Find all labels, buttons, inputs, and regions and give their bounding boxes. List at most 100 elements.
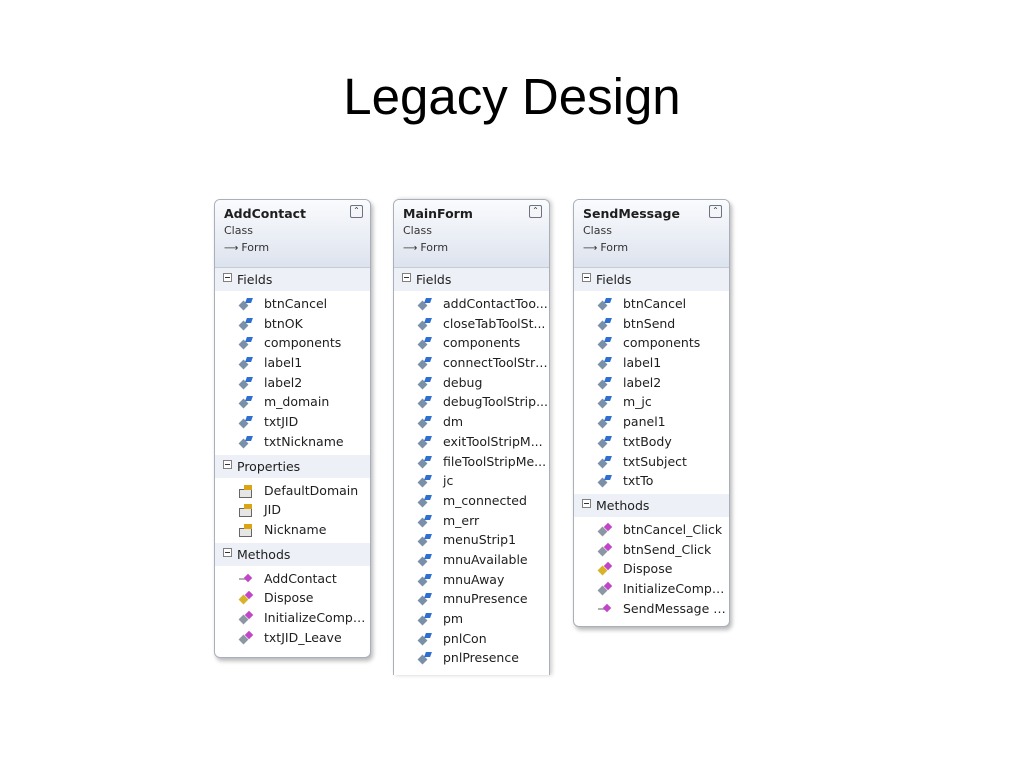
field-icon (418, 652, 431, 664)
field-icon (418, 534, 431, 546)
field-icon (418, 357, 431, 369)
protected-method-icon (598, 563, 611, 575)
member-field: debug (394, 373, 549, 393)
member-field: addContactToo... (394, 294, 549, 314)
class-name: AddContact (224, 206, 307, 221)
collapse-minus-icon[interactable] (223, 459, 232, 469)
field-icon (239, 337, 252, 349)
field-icon (239, 318, 252, 330)
member-field: pnlCon (394, 629, 549, 649)
member-field: btnOK (215, 314, 370, 334)
member-field: dm (394, 412, 549, 432)
member-method: btnSend_Click (574, 540, 729, 560)
class-base: Form (420, 241, 449, 254)
member-property: JID (215, 500, 370, 520)
section-fields[interactable]: Fields (215, 268, 370, 291)
member-method: SendMessage (... (574, 599, 729, 619)
field-icon (598, 377, 611, 389)
member-field: m_err (394, 511, 549, 531)
class-header: SendMessage Class ⟶Form ⌃ (574, 200, 729, 268)
field-icon (598, 337, 611, 349)
class-header: MainForm Class ⟶Form ⌃ (394, 200, 549, 268)
member-field: mnuPresence (394, 589, 549, 609)
section-title: Properties (237, 458, 301, 474)
class-box-mainform: MainForm Class ⟶Form ⌃ Fields addContact… (393, 199, 550, 675)
member-field: m_jc (574, 392, 729, 412)
collapse-minus-icon[interactable] (223, 273, 232, 282)
collapse-minus-icon[interactable] (582, 273, 591, 282)
class-name: MainForm (403, 206, 473, 221)
field-icon (239, 377, 252, 389)
field-icon (418, 475, 431, 487)
collapse-chevron-icon[interactable]: ⌃ (709, 205, 722, 218)
section-title: Fields (596, 272, 632, 287)
field-icon (418, 318, 431, 330)
member-method: AddContact (215, 569, 370, 589)
member-method: txtJID_Leave (215, 628, 370, 648)
inheritance-arrow-icon: ⟶ (224, 243, 239, 254)
constructor-icon (598, 603, 611, 615)
member-field: txtJID (215, 412, 370, 432)
method-icon (598, 524, 611, 536)
class-base: Form (241, 241, 270, 254)
class-name: SendMessage (583, 206, 680, 221)
collapse-minus-icon[interactable] (402, 273, 411, 282)
field-icon (418, 337, 431, 349)
field-icon (418, 633, 431, 645)
section-title: Methods (237, 546, 291, 562)
member-field: mnuAway (394, 570, 549, 590)
field-icon (239, 357, 252, 369)
inheritance-arrow-icon: ⟶ (583, 243, 598, 254)
field-icon (598, 298, 611, 310)
member-field: exitToolStripM... (394, 432, 549, 452)
section-methods[interactable]: Methods (215, 542, 370, 566)
collapse-chevron-icon[interactable]: ⌃ (350, 205, 363, 218)
member-field: btnSend (574, 314, 729, 334)
protected-method-icon (239, 592, 252, 604)
class-header: AddContact Class ⟶Form ⌃ (215, 200, 370, 268)
field-icon (418, 613, 431, 625)
slide-title: Legacy Design (343, 68, 681, 125)
section-title: Fields (416, 272, 452, 287)
section-title: Methods (596, 497, 650, 513)
field-icon (418, 396, 431, 408)
member-field: pnlPresence (394, 648, 549, 668)
member-field: jc (394, 471, 549, 491)
member-field: closeTabToolSt... (394, 314, 549, 334)
field-icon (239, 436, 252, 448)
field-icon (598, 318, 611, 330)
field-icon (418, 515, 431, 527)
field-icon (418, 416, 431, 428)
member-method: btnCancel_Click (574, 520, 729, 540)
class-kind: Class (224, 224, 253, 237)
method-icon (239, 612, 252, 624)
class-kind: Class (583, 224, 612, 237)
collapse-chevron-icon[interactable]: ⌃ (529, 205, 542, 218)
field-icon (418, 495, 431, 507)
field-icon (598, 396, 611, 408)
collapse-minus-icon[interactable] (582, 498, 591, 508)
section-fields[interactable]: Fields (394, 268, 549, 291)
member-field: components (215, 333, 370, 353)
property-icon (239, 504, 252, 518)
field-icon (418, 574, 431, 586)
member-property: Nickname (215, 520, 370, 540)
section-methods[interactable]: Methods (574, 493, 729, 517)
field-icon (418, 377, 431, 389)
field-icon (598, 436, 611, 448)
class-box-sendmessage: SendMessage Class ⟶Form ⌃ Fields btnCanc… (573, 199, 730, 628)
collapse-minus-icon[interactable] (223, 547, 232, 557)
constructor-icon (239, 573, 252, 585)
section-fields[interactable]: Fields (574, 268, 729, 291)
field-icon (418, 554, 431, 566)
class-box-addcontact: AddContact Class ⟶Form ⌃ Fields btnCance… (214, 199, 371, 659)
field-icon (598, 357, 611, 369)
section-title: Fields (237, 272, 273, 287)
section-properties[interactable]: Properties (215, 454, 370, 478)
member-field: m_connected (394, 491, 549, 511)
inheritance-arrow-icon: ⟶ (403, 243, 418, 254)
method-icon (239, 632, 252, 644)
member-field: label2 (574, 373, 729, 393)
member-field: txtBody (574, 432, 729, 452)
member-field: label1 (215, 353, 370, 373)
